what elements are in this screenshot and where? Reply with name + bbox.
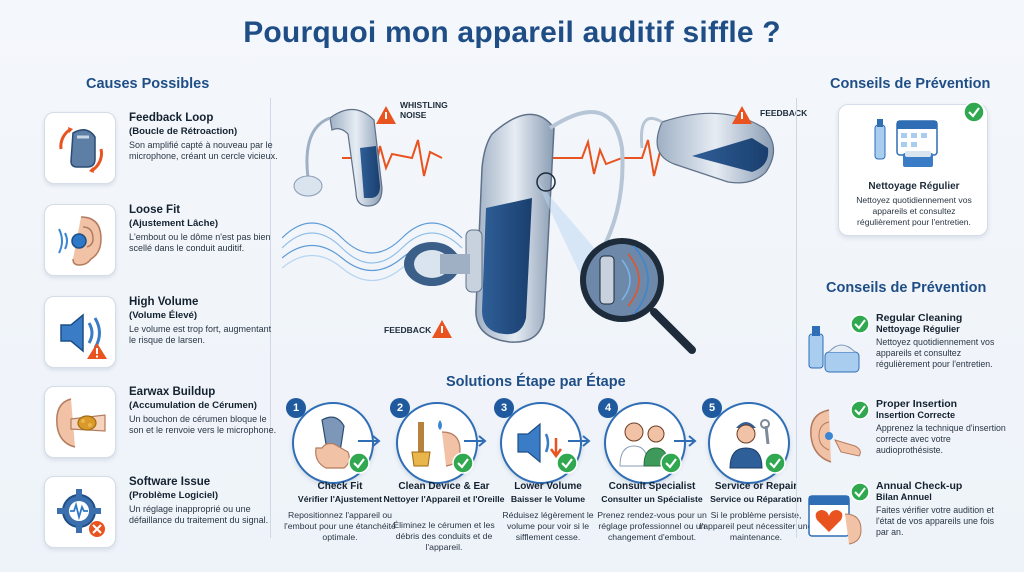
step-number: 4: [598, 398, 618, 418]
step-service-repair: 5 Service or Repair Service ou Réparatio…: [700, 398, 812, 568]
gear-error-icon: [44, 476, 116, 548]
step-subtitle: Nettoyer l'Appareil et l'Oreille: [383, 494, 505, 504]
step-description: Repositionnez l'appareil ou l'embout pou…: [284, 510, 396, 542]
cause-description: Un bouchon de cérumen bloque le son et l…: [129, 414, 277, 435]
cleaning-kit-icon: [808, 326, 860, 373]
cause-description: L'embout ou le dôme n'est pas bien scell…: [129, 232, 271, 253]
step-consult-specialist: 4 Consult Specialist Consulter un Spécia…: [597, 398, 707, 568]
check-icon: [660, 452, 682, 474]
callout-whistling-noise: WHISTLING NOISE: [400, 100, 448, 120]
tip-annual-checkup: Annual Check-up Bilan Annuel Faites véri…: [805, 480, 1010, 560]
cause-title: Feedback Loop: [129, 112, 214, 124]
causes-header: Causes Possibles: [86, 76, 210, 92]
warning-icon: [376, 106, 396, 124]
left-divider: [270, 98, 271, 538]
cause-title: Earwax Buildup: [129, 386, 216, 398]
tip-subtitle: Bilan Annuel: [876, 492, 932, 502]
right-divider: [796, 98, 797, 538]
tip-description: Nettoyez quotidiennement vos appareils e…: [876, 337, 995, 369]
solutions-header: Solutions Étape par Étape: [446, 374, 626, 390]
step-number: 5: [702, 398, 722, 418]
step-description: Prenez rendez-vous pour un réglage profe…: [597, 510, 707, 542]
tip-title: Proper Insertion: [876, 398, 958, 410]
check-icon: [850, 400, 870, 420]
callout-feedback-bottom: FEEDBACK: [384, 325, 432, 335]
step-description: Réduisez légèrement le volume pour voir …: [502, 510, 594, 542]
arrow-right-icon: [674, 435, 697, 447]
cause-description: Son amplifié capté à nouveau par le micr…: [129, 140, 278, 161]
tip-title: Regular Cleaning: [876, 312, 963, 324]
step-subtitle: Service ou Réparation: [710, 494, 802, 504]
ear-fit-icon: [44, 204, 116, 276]
cause-software-issue: Software Issue (Problème Logiciel) Un ré…: [44, 476, 270, 554]
step-description: Si le problème persiste, l'appareil peut…: [699, 510, 813, 542]
check-icon: [850, 314, 870, 334]
step-clean-device: 2 Clean Device & Ear Nettoyer l'Appareil…: [384, 398, 504, 568]
tip-title: Annual Check-up: [876, 480, 963, 492]
page-title: Pourquoi mon appareil auditif siffle ?: [243, 16, 781, 49]
cause-subtitle: (Problème Logiciel): [129, 490, 219, 501]
earwax-icon: [44, 386, 116, 458]
prevention-header-top: Conseils de Prévention: [830, 76, 991, 92]
cause-description: Le volume est trop fort, augmentant le r…: [129, 324, 272, 345]
check-icon: [850, 482, 870, 502]
cause-title: Software Issue: [129, 476, 211, 488]
cause-feedback-loop: Feedback Loop (Boucle de Rétroaction) So…: [44, 112, 278, 190]
check-icon: [764, 452, 786, 474]
hearing-aid-illustration: [282, 106, 775, 354]
check-icon: [348, 452, 370, 474]
calendar-heart-icon: [808, 495, 862, 545]
step-title: Consult Specialist: [608, 481, 696, 492]
card-title: Nettoyage Régulier: [868, 181, 960, 192]
step-number: 1: [286, 398, 306, 418]
check-icon: [963, 101, 985, 123]
hearing-aid-loop-icon: [44, 112, 116, 184]
prevention-card-top: Nettoyage Régulier Nettoyez quotidiennem…: [838, 101, 988, 236]
cause-description: Un réglage inapproprié ou une défaillanc…: [129, 504, 269, 525]
step-check-fit: 1 Check Fit Vérifier l'Ajustement Reposi…: [284, 398, 396, 568]
tip-description: Apprenez la technique d'insertion correc…: [876, 423, 1006, 455]
cause-title: Loose Fit: [129, 204, 181, 216]
step-number: 2: [390, 398, 410, 418]
step-lower-volume: 3 Lower Volume Baisser le Volume Réduise…: [494, 398, 600, 568]
arrow-right-icon: [464, 435, 487, 447]
step-subtitle: Vérifier l'Ajustement: [297, 494, 383, 504]
brush-ear-icon: [396, 402, 478, 484]
tip-description: Faites vérifier votre audition et l'état…: [876, 505, 995, 537]
tip-regular-cleaning: Regular Cleaning Nettoyage Régulier Nett…: [805, 312, 1010, 392]
cause-high-volume: High Volume (Volume Élevé) Le volume est…: [44, 296, 271, 374]
prevention-header-mid: Conseils de Prévention: [826, 280, 987, 296]
speaker-warning-icon: [44, 296, 116, 368]
cause-subtitle: (Ajustement Lâche): [129, 218, 219, 229]
check-icon: [556, 452, 578, 474]
callout-feedback-top: FEEDBACK: [760, 108, 808, 118]
step-title: Check Fit: [317, 481, 363, 492]
step-subtitle: Consulter un Spécialiste: [601, 494, 703, 504]
ear-insertion-icon: [810, 409, 861, 463]
cause-subtitle: (Boucle de Rétroaction): [129, 126, 238, 137]
check-icon: [452, 452, 474, 474]
step-description: Éliminez le cérumen et les débris des co…: [393, 520, 495, 552]
cause-subtitle: (Accumulation de Cérumen): [129, 400, 257, 411]
tip-proper-insertion: Proper Insertion Insertion Correcte Appr…: [805, 398, 1010, 478]
step-number: 3: [494, 398, 514, 418]
cause-subtitle: (Volume Élevé): [129, 310, 198, 321]
step-subtitle: Baisser le Volume: [510, 494, 586, 504]
card-description: Nettoyez quotidiennement vos appareils e…: [856, 195, 972, 227]
cause-earwax-buildup: Earwax Buildup (Accumulation de Cérumen)…: [44, 386, 276, 464]
cleaning-calendar-icon: [874, 119, 938, 167]
tip-subtitle: Nettoyage Régulier: [876, 324, 960, 334]
arrow-right-icon: [568, 435, 591, 447]
tip-subtitle: Insertion Correcte: [876, 410, 956, 420]
arrow-right-icon: [358, 435, 381, 447]
cause-title: High Volume: [129, 296, 199, 308]
step-title: Clean Device & Ear: [398, 481, 490, 492]
cause-loose-fit: Loose Fit (Ajustement Lâche) L'embout ou…: [44, 204, 271, 282]
step-title: Service or Repair: [714, 481, 798, 492]
step-title: Lower Volume: [514, 481, 582, 492]
